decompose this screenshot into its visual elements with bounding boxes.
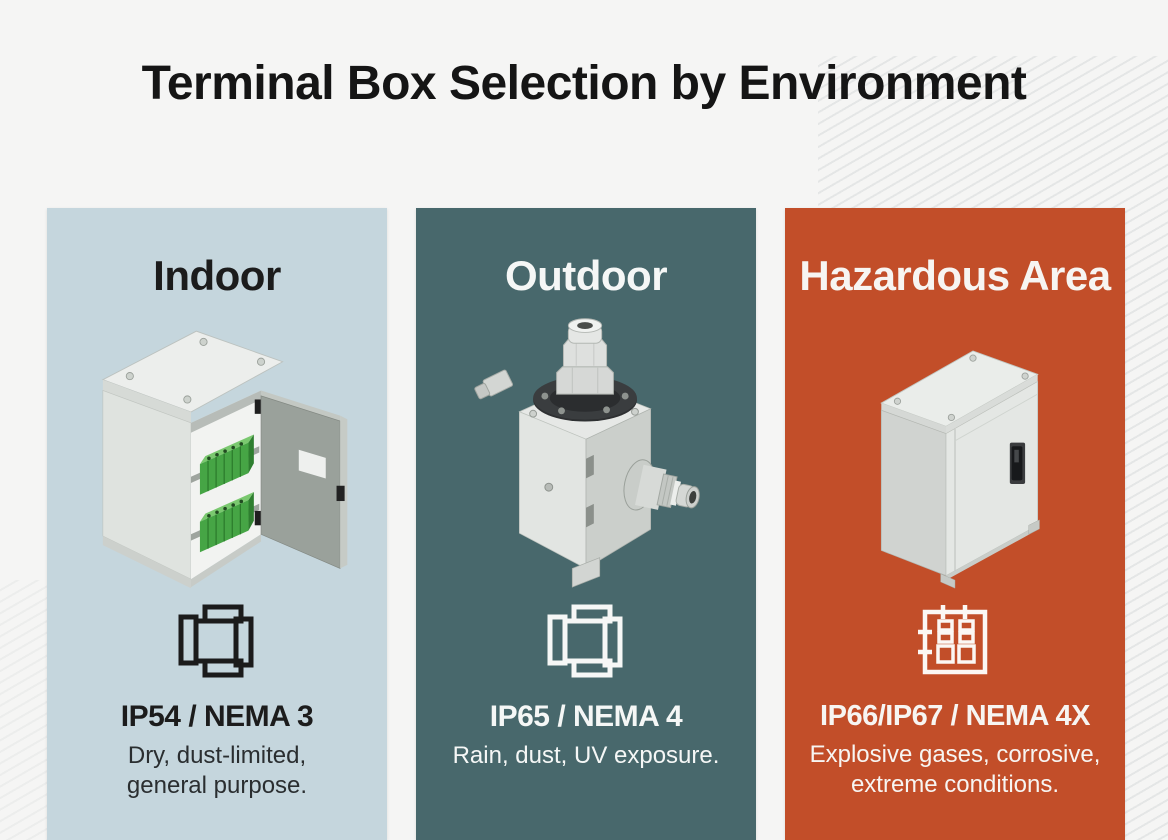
indoor-description: Dry, dust-limited, general purpose. xyxy=(126,742,308,799)
indoor-rating: IP54 / NEMA 3 xyxy=(120,700,314,734)
column-hazardous-area: Hazardous Area xyxy=(785,208,1125,840)
enclosure-door xyxy=(260,390,348,570)
closed-enclosure-illustration xyxy=(880,350,1040,589)
outdoor-rating: IP65 / NEMA 4 xyxy=(489,700,683,734)
outdoor-description: Rain, dust, UV exposure. xyxy=(452,742,720,770)
hazard-icon-wrap xyxy=(905,600,1005,684)
top-cable-gland xyxy=(556,318,614,395)
door-latch-handle xyxy=(1009,442,1026,485)
page-title: Terminal Box Selection by Environment xyxy=(141,57,1027,110)
column-indoor: Indoor xyxy=(47,208,387,840)
environment-columns: Indoor xyxy=(47,208,1125,840)
sealed-junction-box-illustration xyxy=(474,318,700,588)
column-outdoor: Outdoor xyxy=(416,208,756,840)
open-enclosure-flaps-icon xyxy=(178,604,254,678)
column-outdoor-title: Outdoor xyxy=(504,252,668,299)
column-hazard-title: Hazardous Area xyxy=(799,252,1111,299)
open-enclosure-flaps-icon xyxy=(547,604,623,678)
terminal-strip-schematic-icon xyxy=(918,605,988,675)
hazard-description: Explosive gases, corrosive, extreme cond… xyxy=(809,741,1101,798)
hazard-rating: IP66/IP67 / NEMA 4X xyxy=(820,700,1090,733)
indoor-icon-wrap xyxy=(167,600,267,684)
outdoor-icon-wrap xyxy=(536,600,636,684)
outdoor-illustration xyxy=(458,306,714,590)
side-cable-gland-right xyxy=(623,459,700,511)
side-cable-gland-left xyxy=(474,369,513,400)
hazard-illustration xyxy=(827,306,1083,590)
open-terminal-box-illustration xyxy=(101,330,348,589)
indoor-illustration xyxy=(67,306,367,590)
column-indoor-title: Indoor xyxy=(153,252,281,299)
